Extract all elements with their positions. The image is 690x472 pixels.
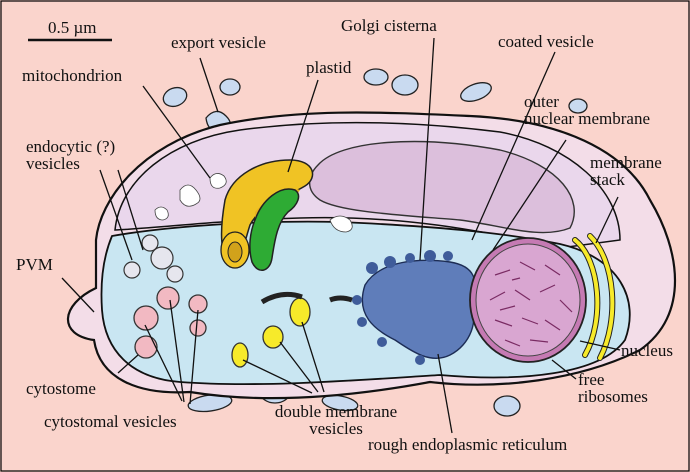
scale-bar-label: 0.5 µm	[48, 19, 97, 36]
nucleus	[470, 238, 586, 362]
label-cytostome: cytostome	[26, 380, 96, 397]
label-pvm: PVM	[16, 256, 53, 273]
label-outer-nuclear-membrane: outer nuclear membrane	[524, 93, 650, 127]
label-coated-vesicle: coated vesicle	[498, 33, 594, 50]
label-endocytic-vesicles: endocytic (?) vesicles	[26, 138, 115, 172]
label-nucleus: nucleus	[621, 342, 673, 359]
label-cytostomal-vesicles: cytostomal vesicles	[44, 413, 177, 430]
label-double-membrane-vesicles: double membrane vesicles	[275, 403, 397, 437]
label-mitochondrion: mitochondrion	[22, 67, 122, 84]
label-rough-er: rough endoplasmic reticulum	[368, 436, 567, 453]
label-free-ribosomes: free ribosomes	[578, 371, 648, 405]
label-membrane-stack: membrane stack	[590, 154, 662, 188]
label-export-vesicle: export vesicle	[171, 34, 266, 51]
label-plastid: plastid	[306, 59, 351, 76]
label-golgi-cisterna: Golgi cisterna	[341, 17, 437, 34]
